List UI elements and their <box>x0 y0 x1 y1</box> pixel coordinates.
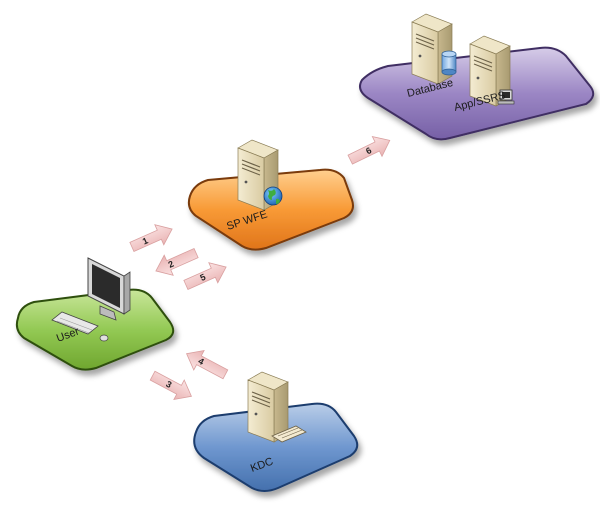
arrow-6-number: 6 <box>364 145 373 156</box>
user-node: User <box>15 257 175 371</box>
arrow-1-number: 1 <box>141 235 150 246</box>
arrow-4-number: 4 <box>197 356 206 367</box>
sp-wfe-platform <box>187 168 354 251</box>
arrow-5-number: 5 <box>198 272 207 283</box>
kdc-platform <box>193 402 359 492</box>
key-card-icon <box>271 425 307 443</box>
kdc-node: KDC <box>193 371 359 492</box>
monitor-icon <box>87 257 131 321</box>
database-cylinder-icon <box>441 50 457 76</box>
sp-wfe-node: SP WFE <box>187 139 354 251</box>
globe-icon <box>263 186 283 206</box>
appssrs-terminal-icon <box>497 89 515 105</box>
arrow-1: 1 <box>127 218 177 258</box>
arrow-3: 3 <box>147 365 197 407</box>
arrow-3-number: 3 <box>164 379 173 390</box>
backend-node: Database App/SSRS <box>359 13 595 141</box>
mouse-icon <box>99 334 109 342</box>
arrow-4: 4 <box>181 343 231 385</box>
arrow-2-number: 2 <box>167 259 176 270</box>
keyboard-icon <box>51 311 99 335</box>
arrow-5: 5 <box>181 256 231 296</box>
arrow-2: 2 <box>151 242 201 282</box>
arrow-6: 6 <box>345 130 395 170</box>
user-platform <box>15 288 175 371</box>
